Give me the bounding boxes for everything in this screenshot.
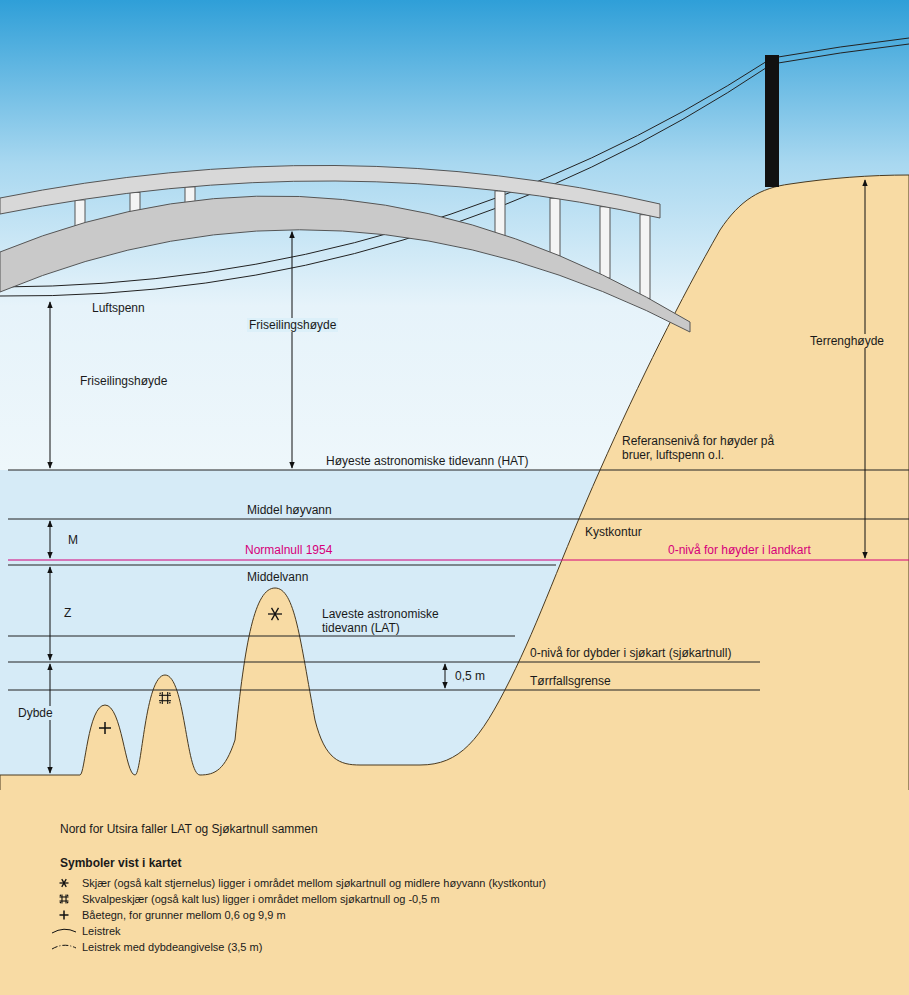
legend-sample xyxy=(60,911,69,920)
dimension-arrow xyxy=(50,521,51,558)
dimension-label: M xyxy=(68,533,78,547)
level-label: 0-nivå for høyder i landkart xyxy=(668,543,811,557)
legend-entry: Leistrek xyxy=(82,924,121,938)
dimension-arrow xyxy=(50,567,51,660)
legend-sample xyxy=(52,929,76,933)
dimension-arrow xyxy=(865,180,866,558)
awash-rock-symbol xyxy=(159,692,171,704)
legend-entry: Båetegn, for grunner mellom 0,6 og 9,9 m xyxy=(82,908,286,922)
normalnull-line xyxy=(8,560,909,561)
dimension-label: Dybde xyxy=(16,706,55,720)
chart-datum-line xyxy=(8,662,760,663)
shoal-symbol xyxy=(99,722,111,734)
level-label: Tørrfallsgrense xyxy=(530,674,611,688)
legend-heading: Symboler vist i kartet xyxy=(60,856,181,870)
legend-entry: Skvalpeskjær (også kalt lus) ligger i om… xyxy=(82,892,440,906)
level-label: Laveste astronomiske tidevann (LAT) xyxy=(322,607,452,635)
bridge xyxy=(0,165,690,332)
level-label: Normalnull 1954 xyxy=(245,543,332,557)
mean-high-water-line xyxy=(8,519,909,520)
level-label: Middelvann xyxy=(247,570,308,584)
hat-line xyxy=(8,470,909,471)
level-label: Middel høyvann xyxy=(247,503,332,517)
dimension-arrow xyxy=(292,232,293,468)
terrain-height-label: Terrenghøyde xyxy=(808,334,886,348)
legend-sample xyxy=(60,895,69,904)
cable-label: Luftspenn xyxy=(92,301,145,315)
legend-sample xyxy=(52,945,76,949)
pylon xyxy=(765,55,779,187)
land-terrain xyxy=(0,175,909,995)
rock-symbol xyxy=(268,608,282,620)
legend-samples xyxy=(52,879,76,949)
level-label: Høyeste astronomiske tidevann (HAT) xyxy=(326,454,529,468)
dimension-label: 0,5 m xyxy=(455,669,485,683)
mean-water-line xyxy=(8,565,556,566)
coastline-label: Kystkontur xyxy=(585,525,642,539)
note: Nord for Utsira faller LAT og Sjøkartnul… xyxy=(60,822,318,836)
level-label: 0-nivå for dybder i sjøkart (sjøkartnull… xyxy=(530,646,731,660)
power-line xyxy=(0,38,909,296)
dimension-arrow xyxy=(50,302,51,468)
clearance-label: Friseilingshøyde xyxy=(80,374,167,388)
reference-note: Referansenivå for høyder på bruer, lufts… xyxy=(622,434,790,462)
land-ground xyxy=(0,790,909,995)
legend-entry: Skjær (også kalt stjernelus) ligger i om… xyxy=(82,876,546,890)
legend-sample xyxy=(60,879,69,887)
dimension-label: Z xyxy=(64,606,71,620)
dimension-arrow xyxy=(445,664,446,688)
legend-entry: Leistrek med dybdeangivelse (3,5 m) xyxy=(82,940,262,954)
drying-limit-line xyxy=(8,690,760,691)
clearance-label: Friseilingshøyde xyxy=(247,318,338,332)
lat-line xyxy=(8,636,515,637)
